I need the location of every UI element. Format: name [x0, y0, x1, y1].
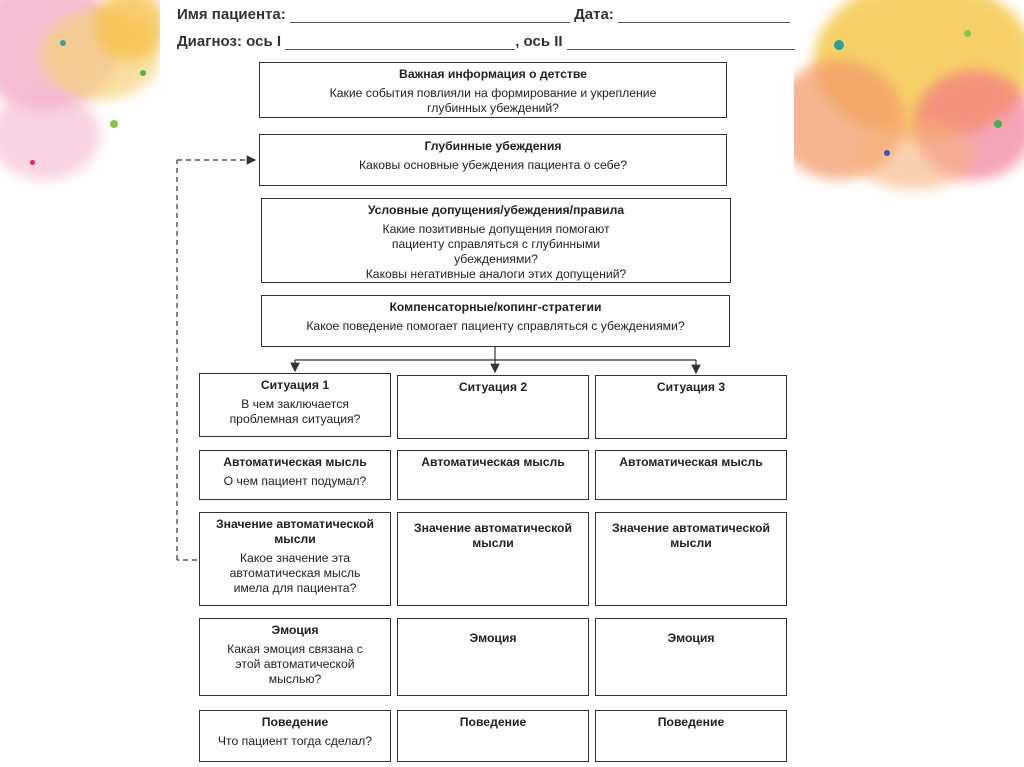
meaning-3-title: Значение автоматической мысли	[612, 521, 770, 550]
emotion-2-title: Эмоция	[469, 631, 517, 645]
assumptions-question-1: Какие позитивные допущения помогают паци…	[382, 222, 610, 266]
situation-2-title: Ситуация 2	[458, 380, 528, 394]
situation-2-box: Ситуация 2	[397, 375, 589, 439]
diagnosis-label: Диагноз: ось I	[177, 33, 282, 50]
axis1-field[interactable]	[285, 35, 516, 50]
thought-2-title: Автоматическая мысль	[421, 455, 565, 469]
watercolor-splash-right	[794, 0, 1024, 205]
emotion-2-box: Эмоция	[397, 618, 589, 696]
strategies-question: Какое поведение помогает пациенту справл…	[306, 319, 685, 333]
behavior-2-title: Поведение	[459, 715, 527, 729]
situation-1-question: В чем заключается проблемная ситуация?	[229, 397, 361, 426]
strategies-title: Компенсаторные/копинг-стратегии	[389, 300, 602, 314]
date-label: Дата:	[574, 6, 614, 23]
watercolor-splash-left	[0, 0, 160, 200]
situation-3-box: Ситуация 3	[595, 375, 787, 439]
situation-3-title: Ситуация 3	[656, 380, 726, 394]
assumptions-box: Условные допущения/убеждения/правила Как…	[261, 198, 731, 283]
behavior-2-box: Поведение	[397, 710, 589, 762]
meaning-1-question: Какое значение эта автоматическая мысль …	[229, 551, 361, 595]
thought-3-title: Автоматическая мысль	[619, 455, 763, 469]
meaning-1-title: Значение автоматической мысли	[216, 517, 374, 546]
patient-label: Имя пациента:	[177, 6, 286, 23]
core-beliefs-box: Глубинные убеждения Каковы основные убеж…	[259, 134, 727, 186]
emotion-1-box: Эмоция Какая эмоция связана с этой автом…	[199, 618, 391, 696]
axis2-label: , ось II	[515, 33, 563, 50]
diagnosis-line: Диагноз: ось I , ось II	[177, 33, 795, 50]
meaning-2-title: Значение автоматической мысли	[414, 521, 572, 550]
situation-1-title: Ситуация 1	[260, 378, 330, 392]
date-field[interactable]	[617, 8, 790, 23]
patient-name-line: Имя пациента: Дата:	[177, 6, 790, 23]
childhood-box: Важная информация о детстве Какие событи…	[259, 62, 727, 118]
thought-1-question: О чем пациент подумал?	[223, 474, 367, 488]
core-beliefs-question: Каковы основные убеждения пациента о себ…	[358, 158, 628, 172]
assumptions-title: Условные допущения/убеждения/правила	[367, 203, 625, 217]
dashed-feedback-arrow	[176, 155, 257, 561]
behavior-1-box: Поведение Что пациент тогда сделал?	[199, 710, 391, 762]
patient-name-field[interactable]	[289, 8, 570, 23]
emotion-1-title: Эмоция	[271, 623, 319, 637]
thought-3-box: Автоматическая мысль	[595, 450, 787, 500]
thought-1-box: Автоматическая мысль О чем пациент подум…	[199, 450, 391, 500]
behavior-1-title: Поведение	[261, 715, 329, 729]
emotion-3-title: Эмоция	[667, 631, 715, 645]
behavior-1-question: Что пациент тогда сделал?	[217, 734, 373, 748]
emotion-3-box: Эмоция	[595, 618, 787, 696]
situation-1-box: Ситуация 1 В чем заключается проблемная …	[199, 373, 391, 437]
branch-connector	[290, 347, 701, 375]
behavior-3-title: Поведение	[657, 715, 725, 729]
core-beliefs-title: Глубинные убеждения	[424, 139, 562, 153]
childhood-question: Какие события повлияли на формирование и…	[329, 86, 657, 115]
strategies-box: Компенсаторные/копинг-стратегии Какое по…	[261, 295, 730, 347]
thought-1-title: Автоматическая мысль	[223, 455, 367, 469]
behavior-3-box: Поведение	[595, 710, 787, 762]
emotion-1-question: Какая эмоция связана с этой автоматическ…	[227, 642, 363, 686]
meaning-1-box: Значение автоматической мысли Какое знач…	[199, 512, 391, 606]
childhood-title: Важная информация о детстве	[399, 67, 587, 81]
thought-2-box: Автоматическая мысль	[397, 450, 589, 500]
meaning-2-box: Значение автоматической мысли	[397, 512, 589, 606]
assumptions-question-2: Каковы негативные аналоги этих допущений…	[365, 267, 627, 281]
meaning-3-box: Значение автоматической мысли	[595, 512, 787, 606]
axis2-field[interactable]	[566, 35, 795, 50]
